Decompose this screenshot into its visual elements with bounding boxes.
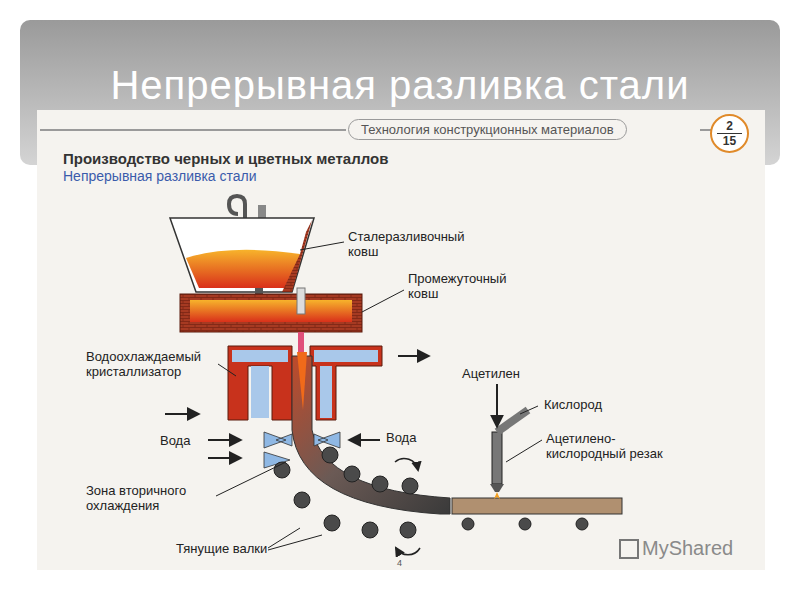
ladle <box>170 218 314 292</box>
steel-stream <box>298 332 304 352</box>
part-name: Ацетилено-кислородный резак <box>546 432 686 462</box>
part-name: Тянущие валки <box>176 542 267 557</box>
flow-arrow <box>398 355 428 357</box>
flame <box>494 492 500 499</box>
mould-wall <box>310 346 382 420</box>
node-text: 15 <box>712 134 747 148</box>
mould-water <box>232 350 288 362</box>
leader-line <box>268 535 322 550</box>
leader-line <box>520 406 538 414</box>
page-subheading: Непрерывная разливка стали <box>63 168 257 184</box>
part-name: Кислород <box>544 398 602 413</box>
water-spray <box>264 432 292 448</box>
mould-wall <box>228 346 292 420</box>
ladle-hook <box>229 196 245 218</box>
tundish-stopper <box>297 288 305 314</box>
torch-tip <box>490 484 504 492</box>
mould-water <box>314 350 378 362</box>
node-text: Технология конструкционных материалов <box>361 122 614 137</box>
oxygen-pipe <box>497 410 528 432</box>
page-heading: Производство черных и цветных металлов <box>63 150 388 167</box>
flow-arrow <box>165 413 198 415</box>
ladle-lining <box>282 220 312 292</box>
leader-line <box>362 290 404 312</box>
slide-title: Непрерывная разливка стали <box>20 62 780 108</box>
leader-line <box>268 528 300 548</box>
watermark-icon <box>620 540 638 558</box>
cut-slab <box>452 498 622 514</box>
stopper-rod <box>258 205 266 219</box>
part-name: Вода <box>160 434 190 449</box>
leader-line <box>218 364 236 376</box>
pulling-rollers <box>274 447 588 538</box>
flow-arrow <box>350 439 380 441</box>
rotation-arrow <box>395 459 418 470</box>
leader-line <box>506 440 542 462</box>
watermark: MyShared <box>642 537 733 560</box>
flow-arrow <box>208 439 240 441</box>
header-bar: Технология конструкционных материалов <box>348 119 627 140</box>
cutting-torch <box>492 432 502 484</box>
node-text: 2 <box>717 119 742 134</box>
cast-strand <box>292 356 450 514</box>
part-name: Зона вторичного охлаждения <box>86 484 214 514</box>
part-name: Водоохлаждаемый кристаллизатор <box>86 350 218 380</box>
tundish <box>180 294 362 332</box>
page-ground <box>37 110 765 570</box>
acetylene-arrow <box>496 384 498 426</box>
mould-water <box>251 366 269 418</box>
page-badge: 215 <box>710 114 749 153</box>
molten-steel <box>186 250 300 288</box>
water-spray <box>314 432 340 448</box>
liquid-core <box>297 352 307 410</box>
part-name: Ацетилен <box>462 367 520 382</box>
part-name: Вода <box>386 431 416 446</box>
part-name: Сталеразливочный ковш <box>348 230 483 260</box>
tundish-steel <box>190 300 352 322</box>
mould-water <box>320 366 332 418</box>
header-rule <box>40 129 346 131</box>
part-name: Промежуточный ковш <box>408 272 528 302</box>
leader-line <box>300 242 344 250</box>
leader-line <box>216 462 286 496</box>
page-number: 4 <box>397 558 402 568</box>
flow-arrow <box>208 457 240 459</box>
rotation-arrow <box>396 548 420 555</box>
